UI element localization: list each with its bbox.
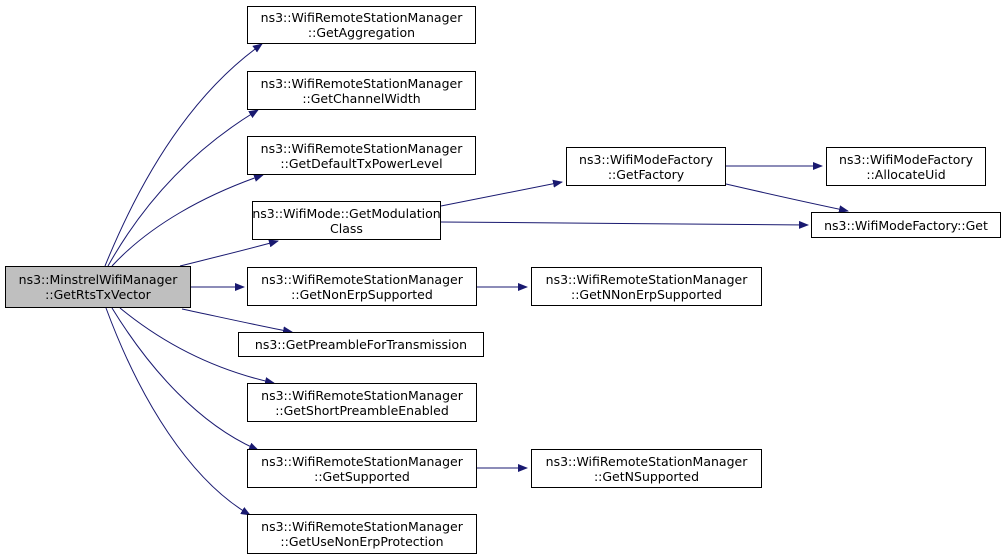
node-label-line1: ns3::WifiModeFactory::Get xyxy=(824,217,988,233)
node-get-supported[interactable]: ns3::WifiRemoteStationManager ::GetSuppo… xyxy=(247,449,477,488)
node-label-line2: ::GetFactory xyxy=(607,166,685,182)
edge-root-to-get-preamble-for-transmission xyxy=(181,308,293,335)
node-label-line1: ns3::MinstrelWifiManager xyxy=(18,272,178,287)
node-label-line1: ns3::WifiRemoteStationManager xyxy=(260,10,463,25)
node-get-preamble-for-transmission[interactable]: ns3::GetPreambleForTransmission xyxy=(238,332,484,357)
node-label-line2: ::GetUseNonErpProtection xyxy=(280,534,444,549)
edge-root-to-get-channel-width xyxy=(107,109,259,267)
node-get-n-non-erp-supported[interactable]: ns3::WifiRemoteStationManager ::GetNNonE… xyxy=(531,267,762,306)
node-get-n-supported[interactable]: ns3::WifiRemoteStationManager ::GetNSupp… xyxy=(531,449,762,488)
node-label-line2: ::GetShortPreambleEnabled xyxy=(275,402,449,418)
node-label-line1: ns3::WifiRemoteStationManager xyxy=(260,75,463,91)
node-get-factory[interactable]: ns3::WifiModeFactory ::GetFactory xyxy=(566,147,726,186)
edge-root-to-get-default-tx-power-level xyxy=(111,174,264,267)
node-get-channel-width[interactable]: ns3::WifiRemoteStationManager ::GetChann… xyxy=(247,71,476,110)
node-label-line1: ns3::WifiRemoteStationManager xyxy=(261,519,463,534)
edge-get-factory-to-factory-get xyxy=(725,183,849,214)
edge-root-to-get-supported xyxy=(111,307,259,451)
node-label-line2: ::GetNonErpSupported xyxy=(291,286,433,302)
edge-root-to-get-modulation-class xyxy=(179,239,279,267)
node-label-line2: ::GetNNonErpSupported xyxy=(571,286,722,302)
node-label-line1: ns3::WifiRemoteStationManager xyxy=(545,453,748,469)
node-label-line1: ns3::WifiRemoteStationManager xyxy=(545,271,748,287)
edge-root-to-get-aggregation xyxy=(104,43,263,267)
node-label-line1: ns3::WifiModeFactory xyxy=(839,151,973,167)
edge-get-modulation-class-to-factory-get xyxy=(440,220,809,229)
node-label-line2: Class xyxy=(330,220,363,236)
node-label-line2: ::GetAggregation xyxy=(307,25,416,40)
node-get-use-non-erp-protection[interactable]: ns3::WifiRemoteStationManager ::GetUseNo… xyxy=(247,514,477,554)
node-label-line2: ::AllocateUid xyxy=(866,166,946,182)
node-label-line2: ::GetNSupported xyxy=(593,468,700,484)
node-minstrel-get-rts-tx-vector: ns3::MinstrelWifiManager ::GetRtsTxVecto… xyxy=(5,266,191,308)
node-label-line1: ns3::GetPreambleForTransmission xyxy=(254,337,468,352)
node-label-line1: ns3::WifiRemoteStationManager xyxy=(261,387,463,403)
node-get-aggregation[interactable]: ns3::WifiRemoteStationManager ::GetAggre… xyxy=(247,6,476,44)
edge-root-to-get-short-preamble-enabled xyxy=(119,307,275,385)
node-label-line1: ns3::WifiMode::GetModulation xyxy=(252,205,441,221)
node-label-line1: ns3::WifiRemoteStationManager xyxy=(261,271,463,287)
node-factory-get[interactable]: ns3::WifiModeFactory::Get xyxy=(811,212,1001,238)
node-label-line1: ns3::WifiModeFactory xyxy=(579,151,713,167)
node-label-line1: ns3::WifiRemoteStationManager xyxy=(260,140,463,156)
node-label-line2: ::GetSupported xyxy=(314,468,410,484)
node-get-default-tx-power-level[interactable]: ns3::WifiRemoteStationManager ::GetDefau… xyxy=(247,136,476,175)
node-get-modulation-class[interactable]: ns3::WifiMode::GetModulation Class xyxy=(252,201,441,240)
edge-root-to-get-use-non-erp-protection xyxy=(105,307,251,516)
node-label-line2: ::GetChannelWidth xyxy=(302,90,421,106)
node-label-line1: ns3::WifiRemoteStationManager xyxy=(261,453,463,469)
node-get-short-preamble-enabled[interactable]: ns3::WifiRemoteStationManager ::GetShort… xyxy=(247,383,477,422)
edge-get-modulation-class-to-get-factory xyxy=(440,179,563,207)
node-allocate-uid[interactable]: ns3::WifiModeFactory ::AllocateUid xyxy=(826,147,986,186)
node-label-line2: ::GetDefaultTxPowerLevel xyxy=(280,155,443,171)
node-label-line2: ::GetRtsTxVector xyxy=(45,287,151,302)
node-get-non-erp-supported[interactable]: ns3::WifiRemoteStationManager ::GetNonEr… xyxy=(247,267,477,306)
